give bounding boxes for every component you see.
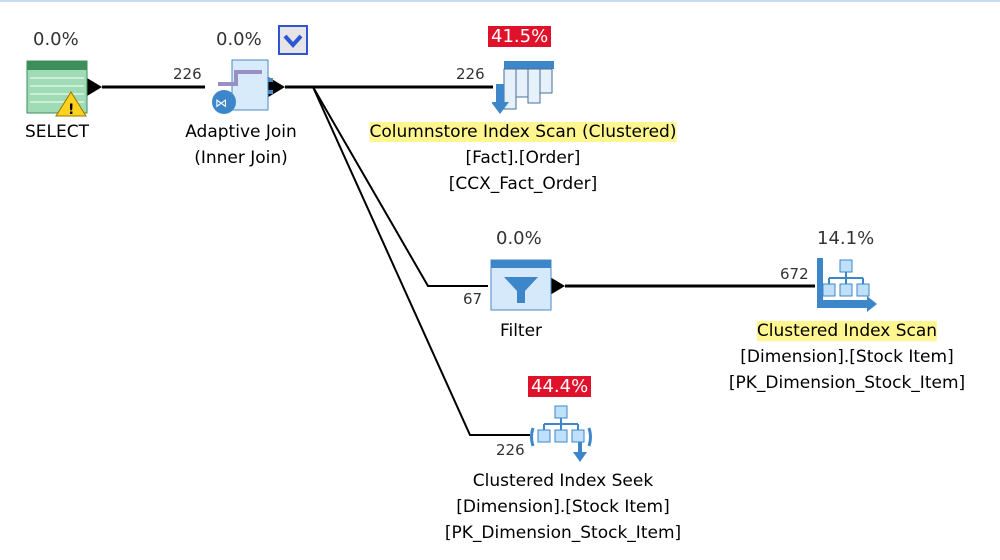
cost-badge: 44.4% <box>528 376 592 397</box>
select-icon: ! <box>26 60 88 118</box>
cost-label: 0.0% <box>496 228 542 249</box>
columnstore-index-scan-icon <box>492 61 554 114</box>
row-count: 226 <box>496 441 525 459</box>
operator-name: Clustered Index Seek[Dimension].[Stock I… <box>444 471 682 543</box>
operator-name: Filter <box>499 321 543 341</box>
edge-filter-to-join <box>312 86 488 287</box>
adaptive-join-icon: ⋈ <box>212 59 273 114</box>
operator-name: Adaptive Join(Inner Join) <box>185 122 297 168</box>
clustered-index-seek-icon <box>530 405 592 462</box>
cost-badge: 41.5% <box>488 26 552 47</box>
edge-seek-to-join <box>312 86 530 436</box>
svg-text:!: ! <box>68 102 74 118</box>
row-count: 672 <box>780 265 809 283</box>
filter-icon <box>490 259 552 311</box>
cost-label: 14.1% <box>817 228 875 249</box>
warning-icon <box>55 91 87 117</box>
cost-label: 0.0% <box>33 29 79 50</box>
operator-name: Columnstore Index Scan (Clustered) [Fact… <box>369 122 677 194</box>
row-count: 67 <box>463 290 483 308</box>
row-count: 226 <box>456 65 485 83</box>
operator-name: Clustered Index Scan [Dimension].[Stock … <box>728 321 966 393</box>
svg-text:⋈: ⋈ <box>215 96 227 110</box>
expand-button[interactable] <box>278 25 308 55</box>
clustered-index-scan-icon <box>817 258 877 312</box>
operator-name: SELECT <box>25 122 89 142</box>
row-count: 226 <box>173 65 202 83</box>
chevron-down-icon <box>283 34 303 49</box>
cost-label: 0.0% <box>216 29 262 50</box>
top-border <box>0 0 1000 2</box>
